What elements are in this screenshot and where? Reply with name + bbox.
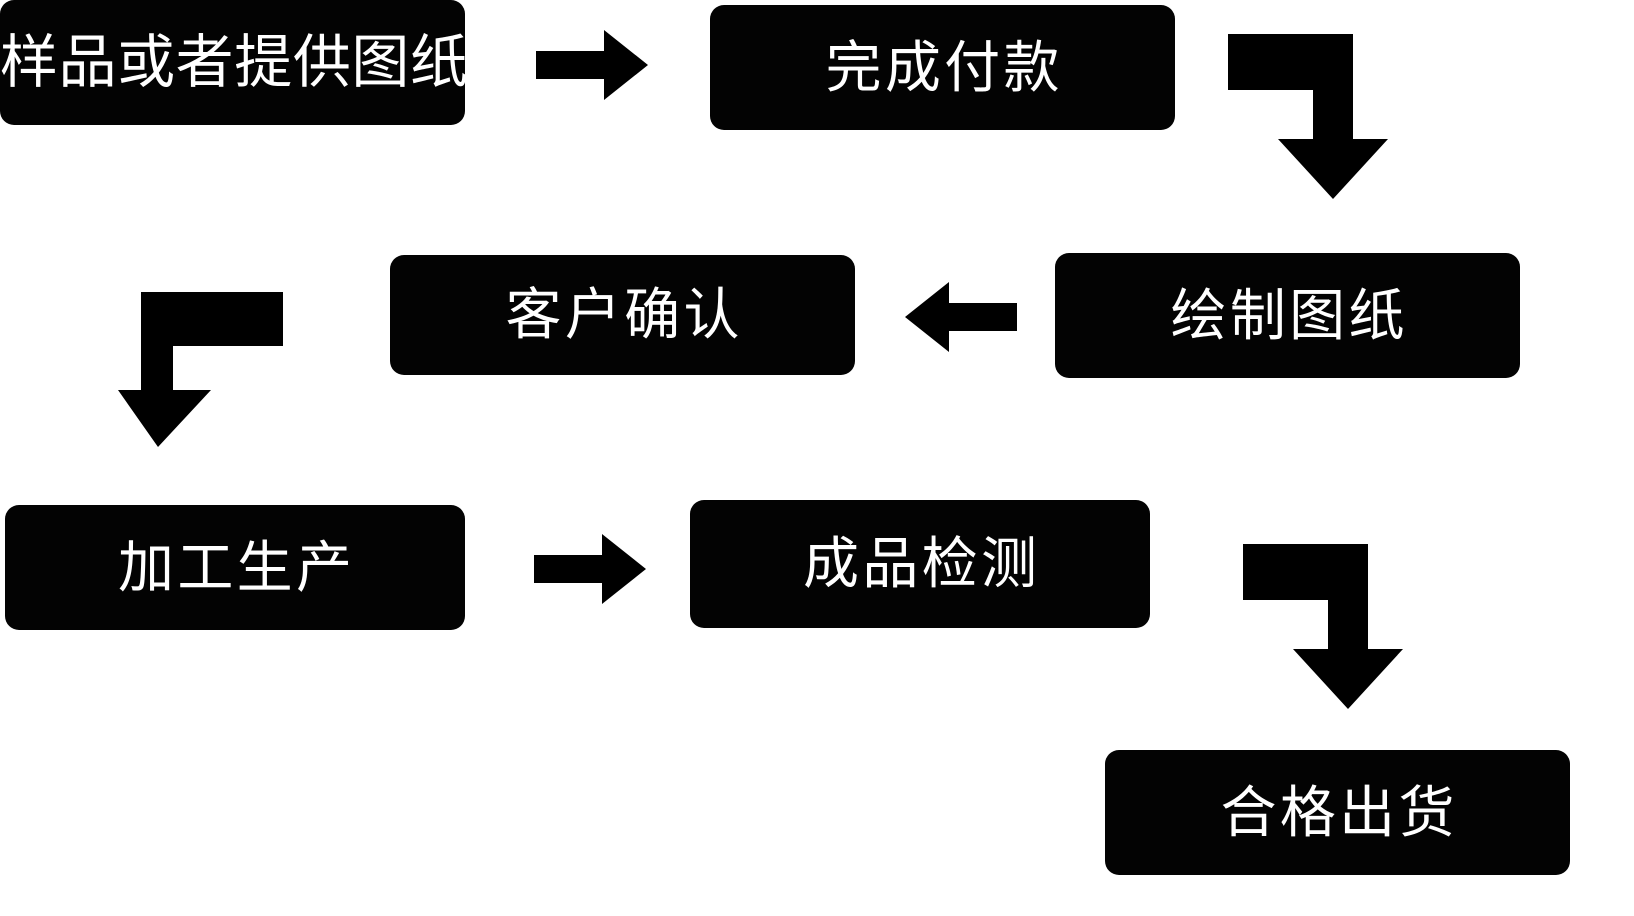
node-qualified-shipment[interactable]: 合格出货 bbox=[1105, 750, 1570, 875]
node-label-qualified-shipment: 合格出货 bbox=[1220, 780, 1458, 844]
node-customer-confirm[interactable]: 客户确认 bbox=[390, 255, 855, 375]
arrow-left-icon-1 bbox=[905, 282, 1017, 352]
node-label-customer-confirm: 客户确认 bbox=[505, 283, 743, 346]
arrow-right-icon-2 bbox=[534, 534, 646, 604]
node-label-draw-drawing: 绘制图纸 bbox=[1170, 283, 1408, 347]
arrow-elbow-left-down-icon-1 bbox=[118, 292, 283, 447]
arrow-elbow-right-down-icon-2 bbox=[1243, 544, 1403, 709]
node-label-complete-payment: 完成付款 bbox=[825, 35, 1063, 99]
arrow-right-icon-1 bbox=[536, 30, 648, 100]
arrow-elbow-right-down-icon-1 bbox=[1228, 34, 1388, 199]
node-draw-drawing[interactable]: 绘制图纸 bbox=[1055, 253, 1520, 378]
node-label-sample-or-drawing: 样品或者提供图纸 bbox=[0, 29, 469, 95]
node-processing-production[interactable]: 加工生产 bbox=[5, 505, 465, 630]
node-sample-or-drawing[interactable]: 样品或者提供图纸 bbox=[0, 0, 468, 125]
node-finished-product-inspection[interactable]: 成品检测 bbox=[690, 500, 1150, 628]
node-label-processing-production: 加工生产 bbox=[117, 535, 356, 599]
node-label-finished-product-inspection: 成品检测 bbox=[802, 532, 1041, 595]
node-complete-payment[interactable]: 完成付款 bbox=[710, 5, 1175, 130]
